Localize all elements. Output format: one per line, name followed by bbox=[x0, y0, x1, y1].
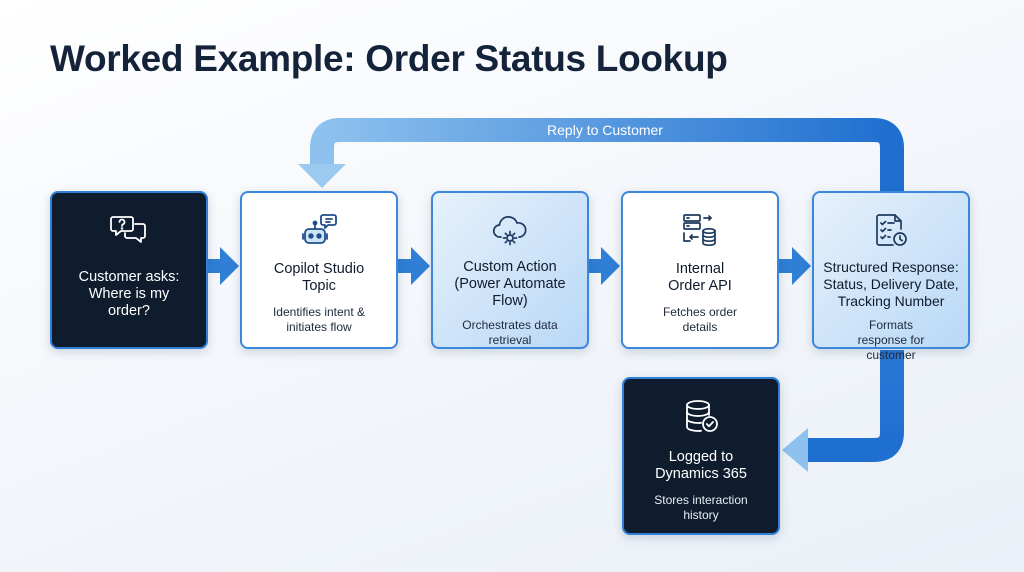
reply-loop-arrow bbox=[298, 118, 904, 192]
reply-to-customer-label: Reply to Customer bbox=[547, 122, 663, 138]
flow-arrow-4 bbox=[779, 247, 811, 285]
step-title: Custom Action (Power Automate Flow) bbox=[454, 259, 566, 309]
bot-icon bbox=[302, 214, 337, 244]
checklist-clock-icon bbox=[876, 214, 907, 246]
step-title: Customer asks: Where is my order? bbox=[78, 269, 180, 319]
step-customer-asks: Customer asks: Where is my order? bbox=[50, 191, 208, 349]
flow-arrow-1 bbox=[207, 247, 239, 285]
chat-question-icon bbox=[110, 216, 146, 243]
flow-arrow-3 bbox=[588, 247, 620, 285]
step-logged-dynamics: Logged to Dynamics 365 Stores interactio… bbox=[622, 377, 780, 535]
step-description: Fetches order details bbox=[662, 305, 738, 334]
step-title: Logged to Dynamics 365 bbox=[655, 449, 747, 482]
step-structured-response: Structured Response: Status, Delivery Da… bbox=[812, 191, 970, 362]
flow-arrow-2 bbox=[398, 247, 430, 285]
step-description: Stores interaction history bbox=[654, 493, 748, 522]
step-description: Formats response for customer bbox=[857, 318, 925, 362]
step-order-api: Internal Order API Fetches order details bbox=[621, 191, 779, 349]
step-description: Orchestrates data retrieval bbox=[462, 318, 558, 347]
step-description: Identifies intent & initiates flow bbox=[272, 305, 366, 334]
cloud-gear-icon bbox=[492, 216, 527, 246]
step-title: Structured Response: Status, Delivery Da… bbox=[823, 259, 959, 309]
step-title: Copilot Studio Topic bbox=[273, 261, 365, 294]
step-title: Internal Order API bbox=[668, 261, 732, 294]
step-custom-action: Custom Action (Power Automate Flow) Orch… bbox=[431, 191, 589, 349]
step-copilot-topic: Copilot Studio Topic Identifies intent &… bbox=[240, 191, 398, 349]
page-title: Worked Example: Order Status Lookup bbox=[50, 38, 728, 79]
server-database-icon bbox=[683, 214, 716, 247]
log-arrow bbox=[782, 350, 904, 472]
database-check-icon bbox=[686, 400, 718, 432]
